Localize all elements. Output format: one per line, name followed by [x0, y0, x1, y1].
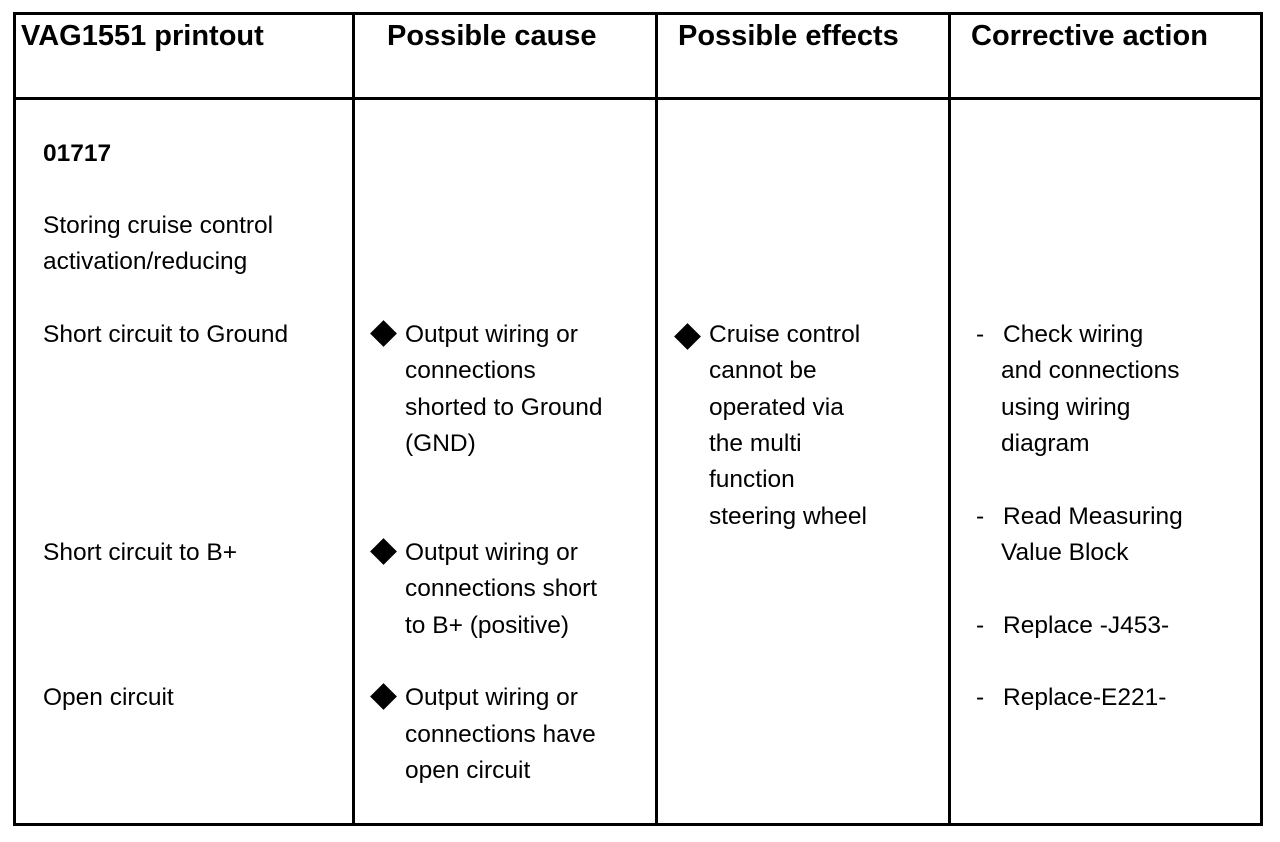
action-check-line-3: using wiring	[1001, 394, 1131, 421]
action-check-line-4: diagram	[1001, 430, 1090, 457]
diamond-bullet-icon	[370, 538, 397, 565]
table-border-top	[13, 12, 1263, 15]
table-border-left	[13, 12, 16, 826]
fault-description-line-1: Storing cruise control	[43, 212, 274, 239]
action-check-line-2: and connections	[1001, 357, 1180, 384]
action-bullet: -	[976, 321, 985, 348]
action-bullet: -	[976, 612, 985, 639]
fault-code: 01717	[43, 140, 112, 167]
fault-description-line-2: activation/reducing	[43, 248, 248, 275]
action-bullet: -	[976, 684, 985, 711]
header-action: Corrective action	[971, 20, 1208, 52]
column-divider-3	[948, 12, 951, 826]
fault-open-circuit: Open circuit	[43, 684, 174, 711]
header-cause: Possible cause	[387, 20, 597, 52]
cause-open-line-2: connections have	[405, 721, 596, 748]
effect-line-5: function	[709, 466, 795, 493]
diamond-bullet-icon	[674, 323, 701, 350]
action-read-line-2: Value Block	[1001, 539, 1129, 566]
column-divider-1	[352, 12, 355, 826]
effect-line-3: operated via	[709, 394, 844, 421]
cause-bplus-line-3: to B+ (positive)	[405, 612, 570, 639]
action-bullet: -	[976, 503, 985, 530]
header-printout: VAG1551 printout	[21, 20, 264, 52]
action-replace-j453: Replace -J453-	[1003, 612, 1170, 639]
cause-ground-line-1: Output wiring or	[405, 321, 578, 348]
effect-line-2: cannot be	[709, 357, 817, 384]
effect-line-1: Cruise control	[709, 321, 861, 348]
action-replace-e221: Replace-E221-	[1003, 684, 1167, 711]
table-border-right	[1260, 12, 1263, 826]
column-divider-2	[655, 12, 658, 826]
table-border-bottom	[13, 823, 1263, 826]
cause-open-line-1: Output wiring or	[405, 684, 578, 711]
effect-line-6: steering wheel	[709, 503, 867, 530]
cause-ground-line-2: connections	[405, 357, 536, 384]
diamond-bullet-icon	[370, 683, 397, 710]
header-divider	[13, 97, 1263, 100]
fault-short-to-bplus: Short circuit to B+	[43, 539, 238, 566]
cause-ground-line-3: shorted to Ground	[405, 394, 603, 421]
action-check-line-1: Check wiring	[1003, 321, 1144, 348]
fault-short-to-ground: Short circuit to Ground	[43, 321, 289, 348]
diamond-bullet-icon	[370, 320, 397, 347]
effect-line-4: the multi	[709, 430, 802, 457]
cause-open-line-3: open circuit	[405, 757, 531, 784]
cause-ground-line-4: (GND)	[405, 430, 476, 457]
header-effects: Possible effects	[678, 20, 899, 52]
action-read-line-1: Read Measuring	[1003, 503, 1183, 530]
cause-bplus-line-1: Output wiring or	[405, 539, 578, 566]
cause-bplus-line-2: connections short	[405, 575, 598, 602]
